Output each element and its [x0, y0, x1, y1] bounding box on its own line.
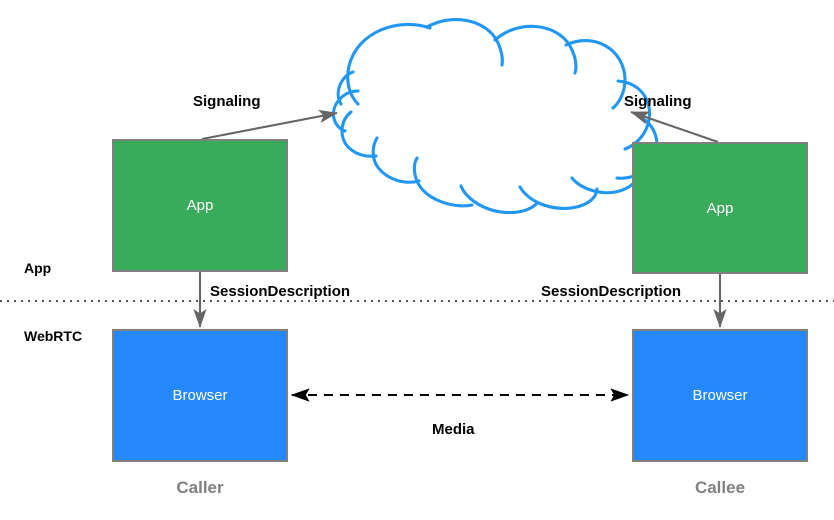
callee-browser-label: Browser	[692, 387, 748, 404]
caller-app-box[interactable]: App	[112, 139, 288, 272]
callee-app-label: App	[706, 199, 734, 217]
caller-app-label: App	[186, 197, 214, 214]
caller-browser-box[interactable]: Browser	[112, 329, 288, 462]
callee-browser-box[interactable]: Browser	[632, 329, 808, 462]
caller-actor-label: Caller	[176, 478, 224, 497]
webrtc-layer-label: WebRTC	[24, 328, 83, 344]
callee-sessiondescription-label: SessionDescription	[541, 283, 682, 300]
media-label: Media	[432, 421, 475, 438]
callee-actor-label: Callee	[694, 478, 746, 497]
caller-signaling-arrow	[201, 109, 338, 141]
callee-signaling-label: Signaling	[624, 93, 692, 110]
callee-app-box[interactable]: App	[632, 142, 808, 274]
signaling-cloud-icon	[331, 18, 659, 215]
caller-sessiondescription-label: SessionDescription	[210, 283, 351, 300]
callee-signaling-arrow	[630, 111, 719, 143]
caller-browser-label: Browser	[172, 387, 228, 404]
app-layer-label: App	[24, 260, 52, 276]
caller-signaling-label: Signaling	[193, 93, 261, 110]
